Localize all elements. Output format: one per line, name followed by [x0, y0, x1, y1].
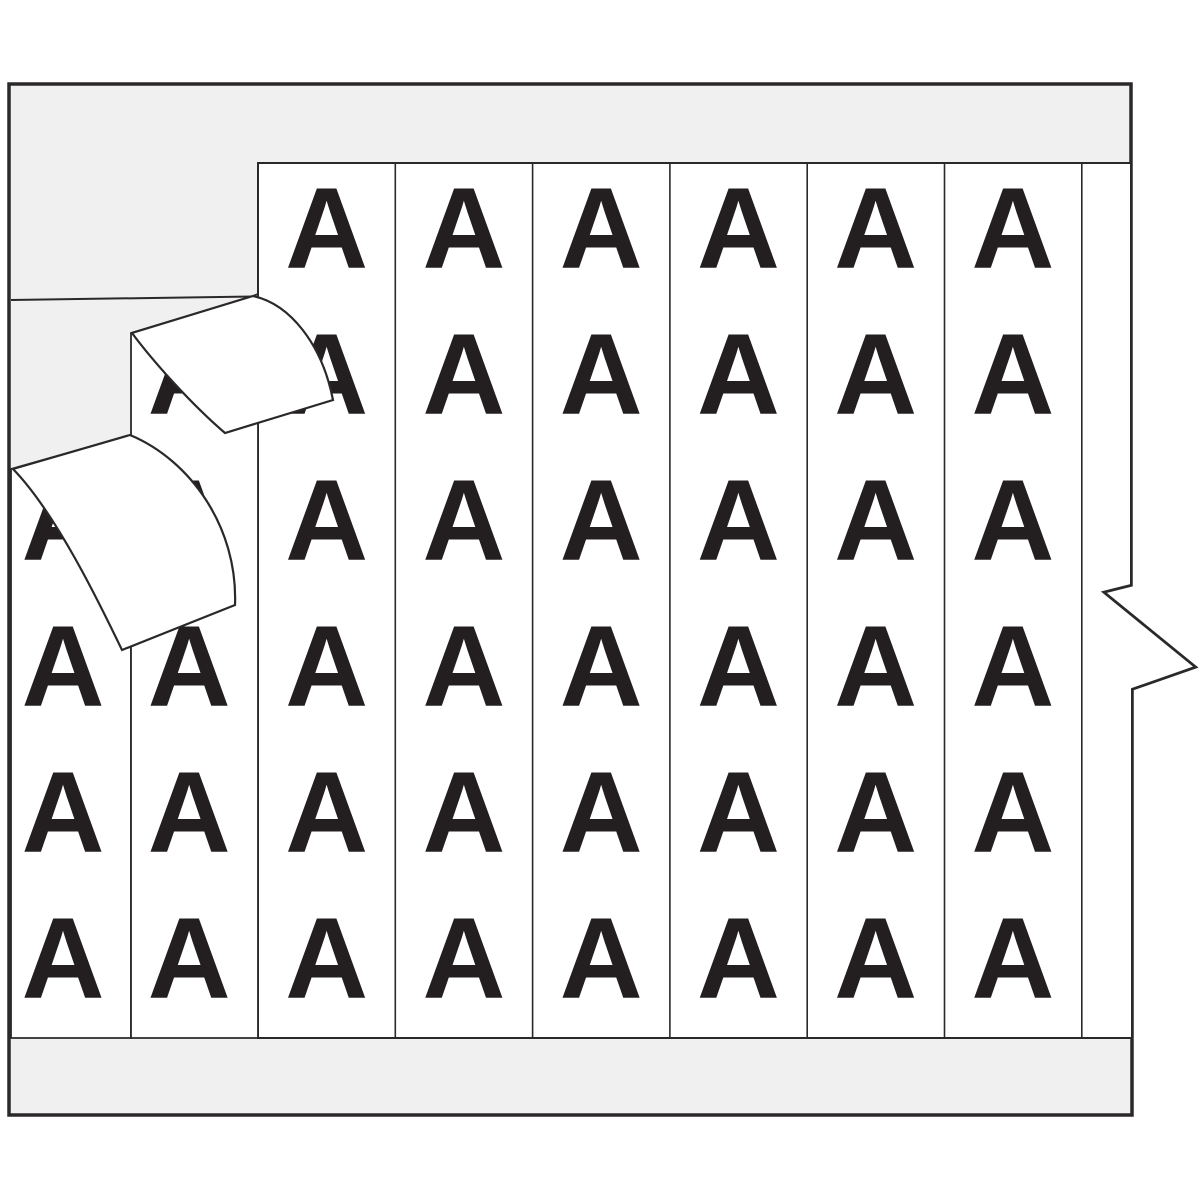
marker-letter: A	[285, 457, 368, 585]
marker-letter: A	[834, 165, 917, 293]
marker-letter: A	[834, 457, 917, 585]
marker-letter: A	[971, 749, 1054, 877]
label-sheet	[257, 162, 1198, 1039]
peeled-label-top	[130, 294, 335, 435]
marker-letter: A	[21, 603, 104, 731]
marker-letter: A	[21, 895, 104, 1023]
marker-letter: A	[422, 895, 505, 1023]
marker-letter: A	[285, 895, 368, 1023]
marker-letter: A	[971, 165, 1054, 293]
peeled-label-bottom	[10, 433, 237, 652]
marker-letter: A	[834, 603, 917, 731]
marker-letter: A	[834, 311, 917, 439]
marker-letter: A	[21, 749, 104, 877]
marker-letter: A	[422, 311, 505, 439]
marker-letter: A	[697, 311, 780, 439]
marker-letter: A	[971, 895, 1054, 1023]
marker-letter: A	[285, 749, 368, 877]
marker-letter: A	[560, 165, 643, 293]
marker-letter: A	[560, 895, 643, 1023]
marker-letter: A	[285, 603, 368, 731]
marker-letter: A	[971, 311, 1054, 439]
marker-letter: A	[422, 165, 505, 293]
liner-cut-line	[10, 295, 254, 301]
marker-letter: A	[560, 749, 643, 877]
strip-dividers	[394, 164, 1083, 1037]
marker-letters: AAAAAAAAAAAAAAAAAAAAAAAAAAAAAAAAAAAAAAAA…	[21, 165, 1054, 1023]
marker-letter: A	[697, 603, 780, 731]
marker-letter: A	[148, 749, 231, 877]
marker-letter: A	[560, 311, 643, 439]
marker-letter: A	[422, 457, 505, 585]
marker-letter: A	[422, 749, 505, 877]
marker-letter: A	[148, 895, 231, 1023]
marker-letter: A	[422, 603, 505, 731]
marker-letter: A	[971, 603, 1054, 731]
marker-letter: A	[971, 457, 1054, 585]
marker-letter: A	[285, 165, 368, 293]
scene: AAAAAAAAAAAAAAAAAAAAAAAAAAAAAAAAAAAAAAAA…	[7, 82, 1199, 1117]
marker-letter: A	[834, 895, 917, 1023]
marker-letter: A	[697, 457, 780, 585]
marker-letter: A	[697, 895, 780, 1023]
marker-letter: A	[560, 457, 643, 585]
marker-letter: A	[834, 749, 917, 877]
marker-letter: A	[697, 165, 780, 293]
marker-letter: A	[697, 749, 780, 877]
marker-letter: A	[560, 603, 643, 731]
